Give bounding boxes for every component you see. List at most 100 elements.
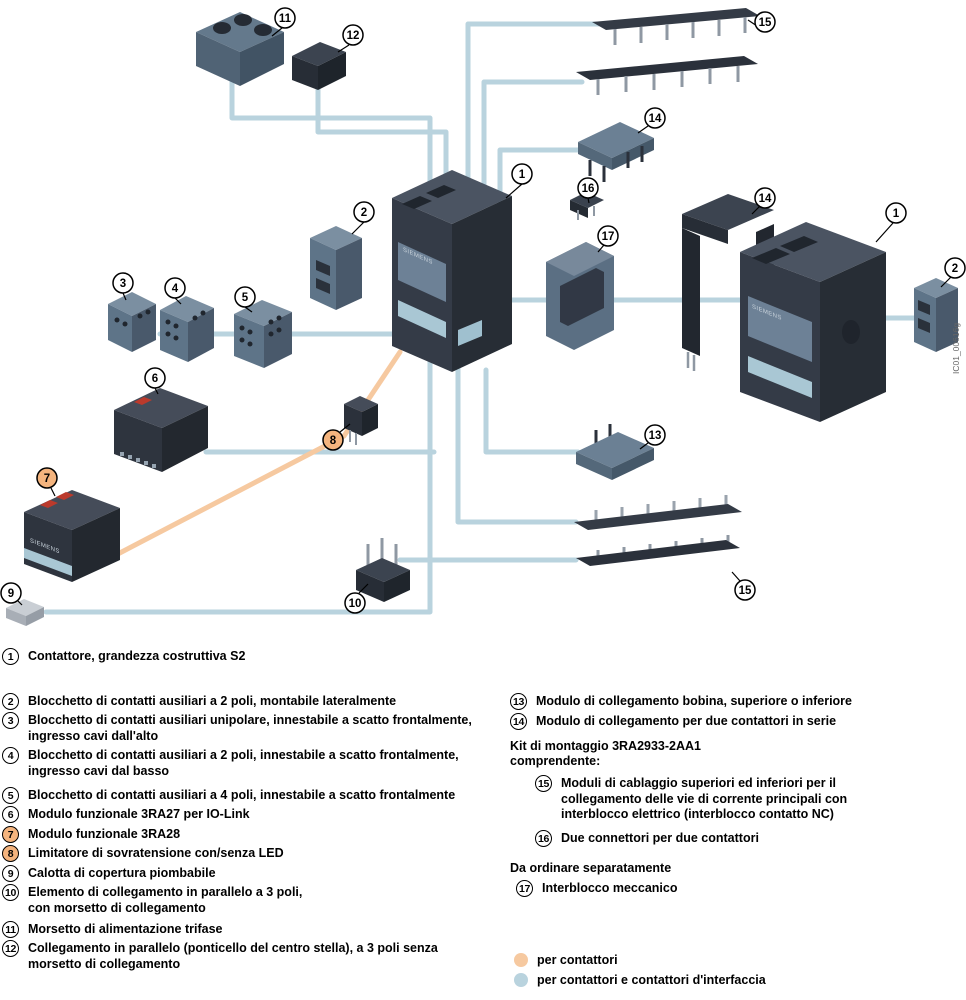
sealing-cover	[6, 599, 44, 626]
callout-1-right-contactor: 1	[885, 202, 907, 224]
legend-num-2: 2	[2, 693, 19, 710]
kit-title: Kit di montaggio 3RA2933-2AA1	[510, 739, 702, 753]
legend-item-3: 3 Blocchetto di contatti ausiliari unipo…	[2, 712, 472, 744]
legend-text-17: Interblocco meccanico	[542, 881, 678, 895]
legend-text-1: Contattore, grandezza costruttiva S2	[28, 649, 246, 663]
function-module-iolink	[114, 388, 208, 472]
legend-num-14: 14	[510, 713, 527, 730]
function-module-3ra28: SIEMENS	[24, 490, 120, 582]
callout-5: 5	[234, 286, 256, 308]
callout-9: 9	[0, 582, 22, 604]
legend-item-11: 11 Morsetto di alimentazione trifase	[2, 921, 222, 938]
legend-num-11: 11	[2, 921, 19, 938]
legend-text-5: Blocchetto di contatti ausiliari a 4 pol…	[28, 788, 456, 802]
legend-text-16: Due connettori per due contattori	[561, 831, 759, 845]
callout-7: 7	[36, 467, 58, 489]
color-key-contactors: per contattori	[514, 953, 618, 967]
svg-text:6: 6	[152, 373, 158, 385]
legend-num-4: 4	[2, 747, 19, 764]
svg-text:12: 12	[347, 30, 360, 42]
callout-15-bottom: 15	[734, 579, 756, 601]
svg-text:4: 4	[172, 283, 179, 295]
legend-text-8: Limitatore di sovratensione con/senza LE…	[28, 846, 284, 860]
aux-block-2pole	[160, 296, 214, 362]
legend-text-4: Blocchetto di contatti ausiliari a 2 pol…	[28, 748, 459, 778]
legend-item-8: 8 Limitatore di sovratensione con/senza …	[2, 845, 284, 862]
svg-text:2: 2	[361, 207, 367, 219]
legend-num-1: 1	[2, 648, 19, 665]
legend-num-7: 7	[2, 826, 19, 843]
svg-text:3: 3	[120, 278, 126, 290]
svg-text:5: 5	[242, 292, 249, 304]
legend-item-10: 10 Elemento di collegamento in parallelo…	[2, 884, 302, 916]
svg-text:1: 1	[893, 208, 900, 220]
legend-text-9: Calotta di copertura piombabile	[28, 866, 216, 880]
callout-6: 6	[144, 367, 166, 389]
svg-text:7: 7	[44, 473, 50, 485]
legend-item-17: 17 Interblocco meccanico	[516, 880, 677, 897]
svg-text:10: 10	[349, 598, 362, 610]
star-bridge-jumper	[292, 42, 346, 90]
callout-2-right-aux: 2	[944, 257, 966, 279]
legend-text-13: Modulo di collegamento bobina, superiore…	[536, 694, 852, 708]
legend-text-12: Collegamento in parallelo (ponticello de…	[28, 941, 438, 971]
contactor-main: SIEMENS	[392, 170, 512, 372]
legend-item-6: 6 Modulo funzionale 3RA27 per IO-Link	[2, 806, 250, 823]
connector-two-contactors	[570, 192, 604, 220]
svg-text:16: 16	[582, 183, 595, 195]
legend-num-13: 13	[510, 693, 527, 710]
legend-num-17: 17	[516, 880, 533, 897]
coil-connection-module-top	[578, 122, 654, 182]
svg-text:1: 1	[519, 169, 526, 181]
legend-num-16: 16	[535, 830, 552, 847]
callout-14-right: 14	[754, 187, 776, 209]
legend-item-12: 12 Collegamento in parallelo (ponticello…	[2, 940, 438, 972]
svg-text:8: 8	[330, 435, 337, 447]
legend-text-3: Blocchetto di contatti ausiliari unipola…	[28, 713, 472, 743]
aux-contact-block-lateral	[310, 226, 362, 310]
separate-order-title: Da ordinare separatamente	[510, 861, 672, 875]
legend-num-12: 12	[2, 940, 19, 957]
legend-item-1: 1 Contattore, grandezza costruttiva S2	[2, 648, 245, 665]
callout-3: 3	[112, 272, 134, 294]
connection-line-peach	[111, 349, 403, 559]
parallel-link-element	[356, 538, 410, 602]
aux-block-4pole	[234, 300, 292, 368]
legend-item-16: 16 Due connettori per due contattori	[535, 830, 759, 847]
callout-8: 8	[322, 429, 344, 451]
callout-1-main-contactor: 1	[511, 163, 533, 185]
surge-suppressor	[344, 396, 378, 445]
contactor-right: SIEMENS	[740, 222, 886, 422]
bottom-wiring-module-bars	[574, 495, 742, 566]
svg-text:14: 14	[649, 113, 662, 125]
callout-2-lateral-aux: 2	[353, 201, 375, 223]
legend-item-4: 4 Blocchetto di contatti ausiliari a 2 p…	[2, 747, 459, 779]
callout-11: 11	[274, 7, 296, 29]
legend-item-7: 7 Modulo funzionale 3RA28	[2, 826, 180, 843]
aux-block-1pole	[108, 292, 156, 352]
top-wiring-module-bars	[576, 8, 760, 95]
legend-num-15: 15	[535, 775, 552, 792]
svg-text:13: 13	[649, 430, 662, 442]
legend-text-11: Morsetto di alimentazione trifase	[28, 922, 223, 936]
legend-num-3: 3	[2, 712, 19, 729]
legend-text-15: Moduli di cablaggio superiori ed inferio…	[561, 776, 848, 821]
color-key-interface-contactors: per contattori e contattori d'interfacci…	[514, 973, 766, 987]
power-terminal-block	[196, 12, 284, 86]
legend-num-6: 6	[2, 806, 19, 823]
color-key-label: per contattori	[537, 953, 618, 967]
legend-item-14: 14 Modulo di collegamento per due contat…	[510, 713, 836, 730]
legend-text-7: Modulo funzionale 3RA28	[28, 827, 181, 841]
mechanical-interlock	[546, 242, 614, 350]
callout-4: 4	[164, 277, 186, 299]
legend-item-15: 15 Moduli di cablaggio superiori ed infe…	[535, 775, 847, 823]
exploded-diagram: SIEMENS	[0, 7, 966, 626]
figure-code: IC01_00616g	[951, 323, 961, 374]
svg-text:2: 2	[952, 263, 958, 275]
legend-num-9: 9	[2, 865, 19, 882]
legend-item-2: 2 Blocchetto di contatti ausiliari a 2 p…	[2, 693, 396, 710]
callout-17: 17	[597, 225, 619, 247]
legend-text-2: Blocchetto di contatti ausiliari a 2 pol…	[28, 694, 397, 708]
svg-text:17: 17	[602, 231, 615, 243]
